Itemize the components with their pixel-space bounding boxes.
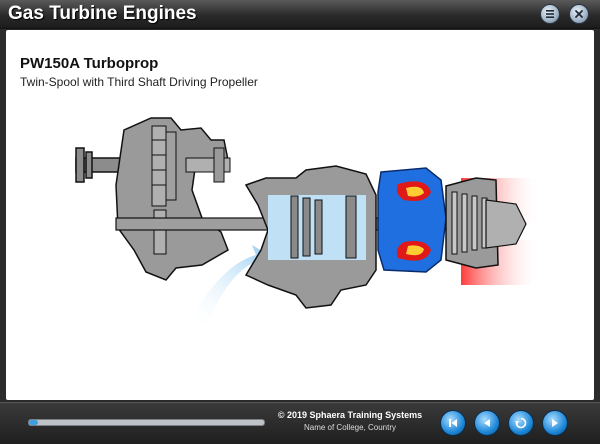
slide-panel: PW150A Turboprop Twin-Spool with Third S… [6,30,594,400]
progress-fill [29,420,38,425]
college-text: Name of College, Country [270,423,430,432]
replay-button[interactable] [508,410,534,436]
progress-bar[interactable] [28,419,265,426]
app-title: Gas Turbine Engines [8,3,197,25]
skip-back-icon [446,416,460,430]
close-button[interactable] [569,4,589,24]
menu-list-icon [544,8,556,20]
slide-title: PW150A Turboprop [20,55,158,72]
close-icon [573,8,585,20]
play-back-icon [480,416,494,430]
play-forward-icon [548,416,562,430]
replay-icon [514,416,528,430]
first-slide-button[interactable] [440,410,466,436]
turboprop-diagram [6,100,594,400]
slide-subtitle: Twin-Spool with Third Shaft Driving Prop… [20,75,258,89]
title-bar: Gas Turbine Engines [0,0,600,29]
menu-button[interactable] [540,4,560,24]
next-button[interactable] [542,410,568,436]
copyright-text: © 2019 Sphaera Training Systems [270,410,430,420]
previous-button[interactable] [474,410,500,436]
footer-bar: © 2019 Sphaera Training Systems Name of … [0,402,600,444]
